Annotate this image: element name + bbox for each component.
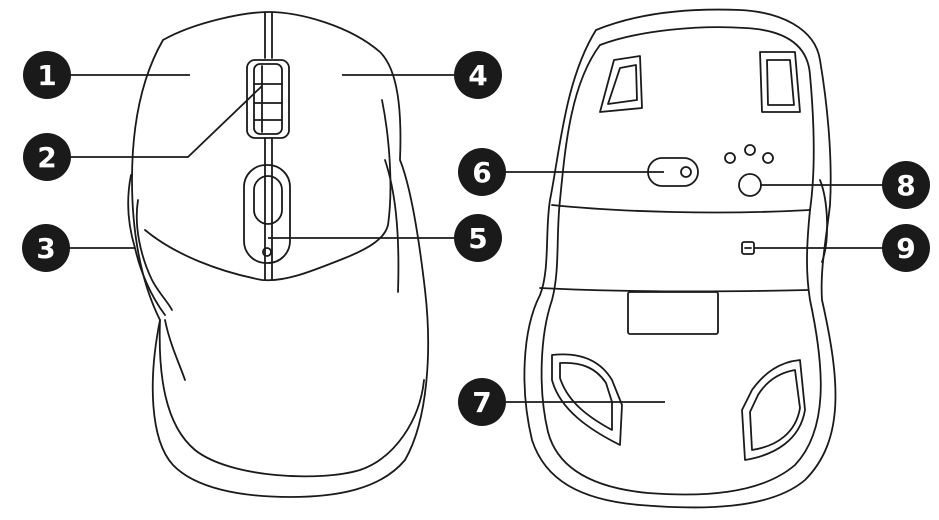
callout-label-4: 4 (468, 59, 487, 92)
top-view-button-boundary (144, 99, 392, 282)
callout-badge-5: 5 (454, 214, 502, 262)
top-right-foot (759, 51, 801, 113)
optical-sensor (738, 173, 762, 197)
battery-door (551, 204, 811, 214)
side-button (127, 174, 166, 316)
callout-label-8: 8 (896, 169, 915, 202)
callout-badge-7: 7 (458, 378, 506, 426)
leader-line-2 (70, 85, 263, 158)
top-left-foot (599, 55, 643, 113)
dpi-button (253, 175, 283, 225)
bottom-left-foot (551, 353, 623, 446)
callout-label-6: 6 (472, 156, 491, 189)
bottom-view-body-outline (523, 8, 837, 509)
mouse-top-view (127, 11, 430, 498)
callout-badge-8: 8 (882, 161, 930, 209)
mouse-bottom-view (523, 8, 837, 509)
top-view-base-rim (158, 319, 425, 478)
callout-badge-3: 3 (22, 224, 70, 272)
thumb-groove (164, 319, 186, 381)
dpi-indicator-led (262, 247, 272, 257)
callout-label-9: 9 (896, 232, 915, 265)
palm-curve (384, 159, 400, 293)
callout-label-2: 2 (37, 141, 56, 174)
callout-label-7: 7 (472, 386, 491, 419)
label-plate (627, 291, 719, 335)
bottom-right-foot (741, 359, 806, 461)
scroll-wheel-housing (246, 59, 290, 139)
callout-badge-6: 6 (458, 148, 506, 196)
callout-badge-1: 1 (23, 51, 71, 99)
callout-label-3: 3 (36, 232, 55, 265)
callout-label-5: 5 (468, 222, 487, 255)
callout-badge-4: 4 (454, 51, 502, 99)
bottom-view-inner-outline (540, 26, 822, 496)
scroll-wheel (253, 63, 283, 135)
callout-badge-2: 2 (23, 133, 71, 181)
callout-label-1: 1 (37, 59, 56, 92)
callout-badge-9: 9 (882, 224, 930, 272)
dpi-button-housing (243, 164, 291, 264)
callout-badges: 1 2 3 4 5 6 7 8 (22, 51, 930, 426)
